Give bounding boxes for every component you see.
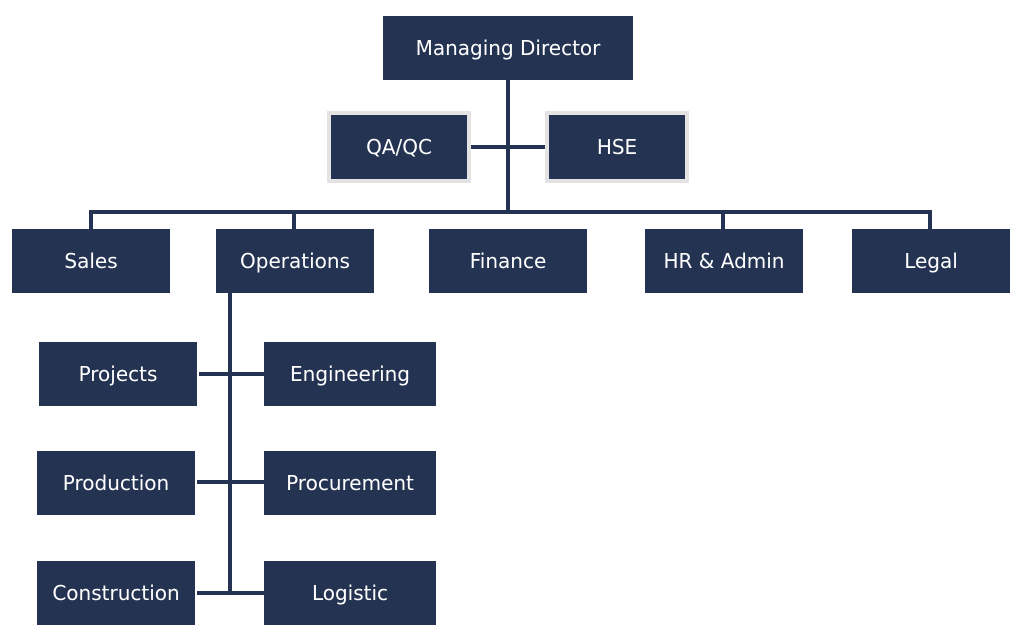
procurement-box[interactable]: Procurement xyxy=(264,451,436,515)
finance-box[interactable]: Finance xyxy=(429,229,587,293)
finance-label: Finance xyxy=(469,249,547,273)
qa-qc-label: QA/QC xyxy=(366,135,432,159)
legal-label: Legal xyxy=(904,249,958,273)
legal-box[interactable]: Legal xyxy=(852,229,1010,293)
production-box[interactable]: Production xyxy=(37,451,195,515)
operations-box[interactable]: Operations xyxy=(216,229,374,293)
engineering-box[interactable]: Engineering xyxy=(264,342,436,406)
logistic-box[interactable]: Logistic xyxy=(264,561,436,625)
managing-director-label: Managing Director xyxy=(415,36,601,60)
operations-label: Operations xyxy=(240,249,350,273)
sales-box[interactable]: Sales xyxy=(12,229,170,293)
sales-label: Sales xyxy=(64,249,118,273)
construction-box[interactable]: Construction xyxy=(37,561,195,625)
logistic-label: Logistic xyxy=(311,581,389,605)
qa-qc-box[interactable]: QA/QC xyxy=(327,111,471,183)
managing-director-box[interactable]: Managing Director xyxy=(383,16,633,80)
construction-label: Construction xyxy=(52,581,180,605)
projects-label: Projects xyxy=(78,362,158,386)
engineering-label: Engineering xyxy=(290,362,410,386)
hse-box[interactable]: HSE xyxy=(545,111,689,183)
procurement-label: Procurement xyxy=(286,471,414,495)
hse-label: HSE xyxy=(596,135,638,159)
projects-box[interactable]: Projects xyxy=(39,342,197,406)
hr-admin-label: HR & Admin xyxy=(663,249,785,273)
hr-admin-box[interactable]: HR & Admin xyxy=(645,229,803,293)
production-label: Production xyxy=(62,471,170,495)
